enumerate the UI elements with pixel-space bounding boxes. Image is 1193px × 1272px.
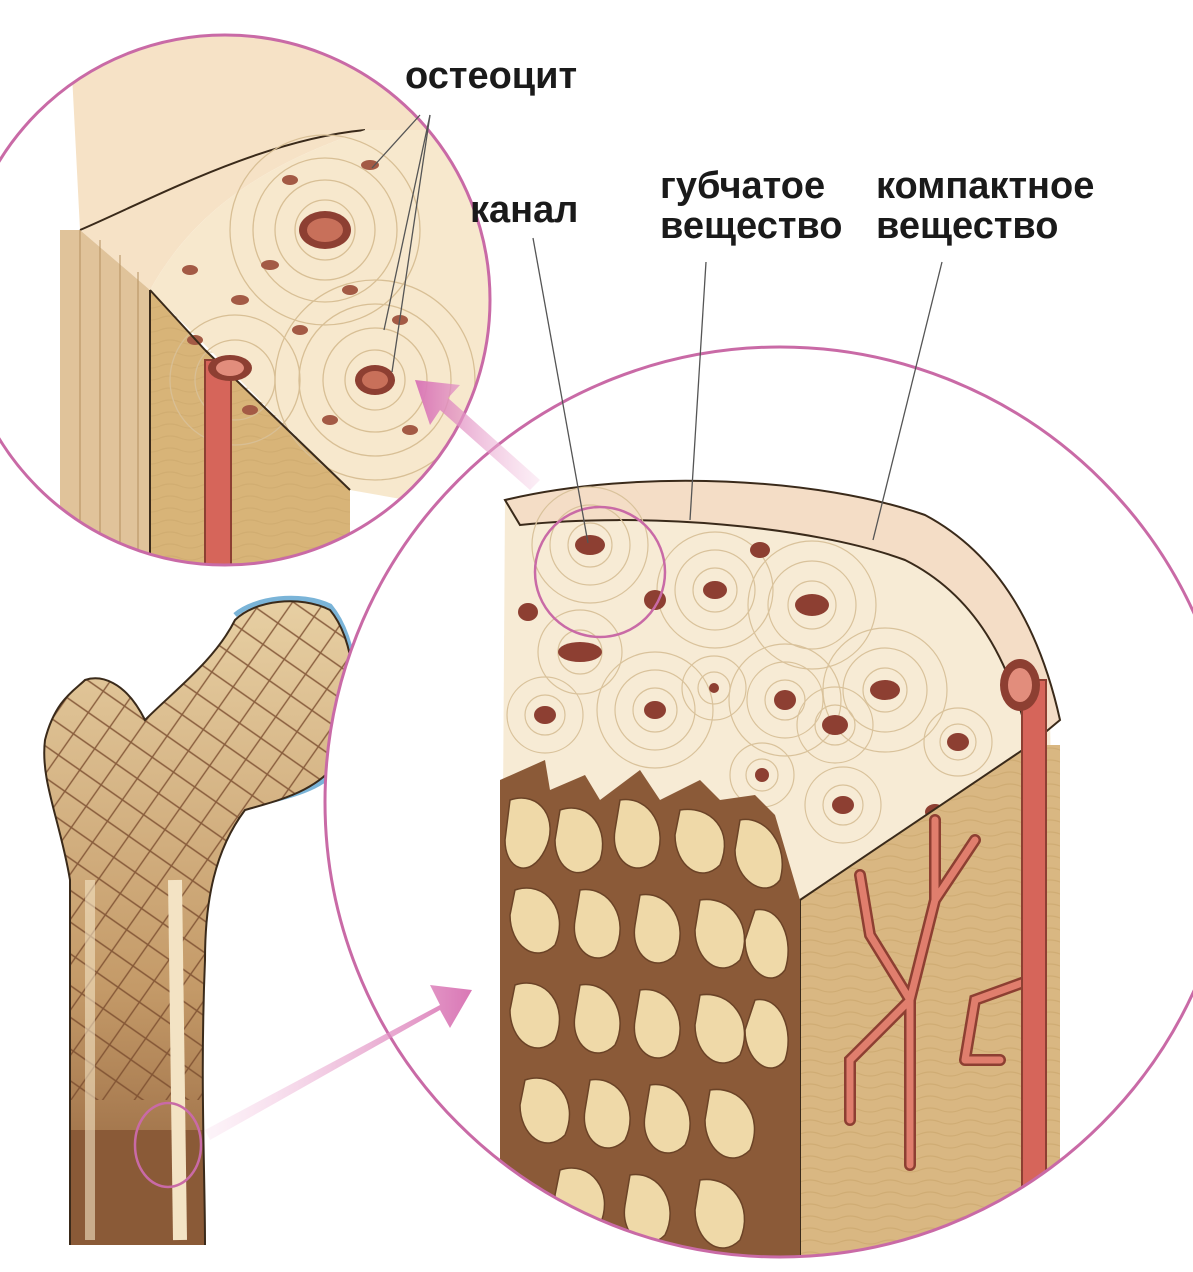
label-compact-line1: компактное — [876, 165, 1094, 207]
label-osteocyte: остеоцит — [405, 55, 577, 97]
label-spongy-line2: вещество — [660, 205, 843, 247]
label-compact-line2: вещество — [876, 205, 1059, 247]
femur-illustration — [30, 580, 370, 1260]
bone-cross-section-view — [325, 347, 1193, 1260]
label-spongy-line1: губчатое — [660, 165, 825, 207]
label-canal: канал — [470, 189, 578, 231]
